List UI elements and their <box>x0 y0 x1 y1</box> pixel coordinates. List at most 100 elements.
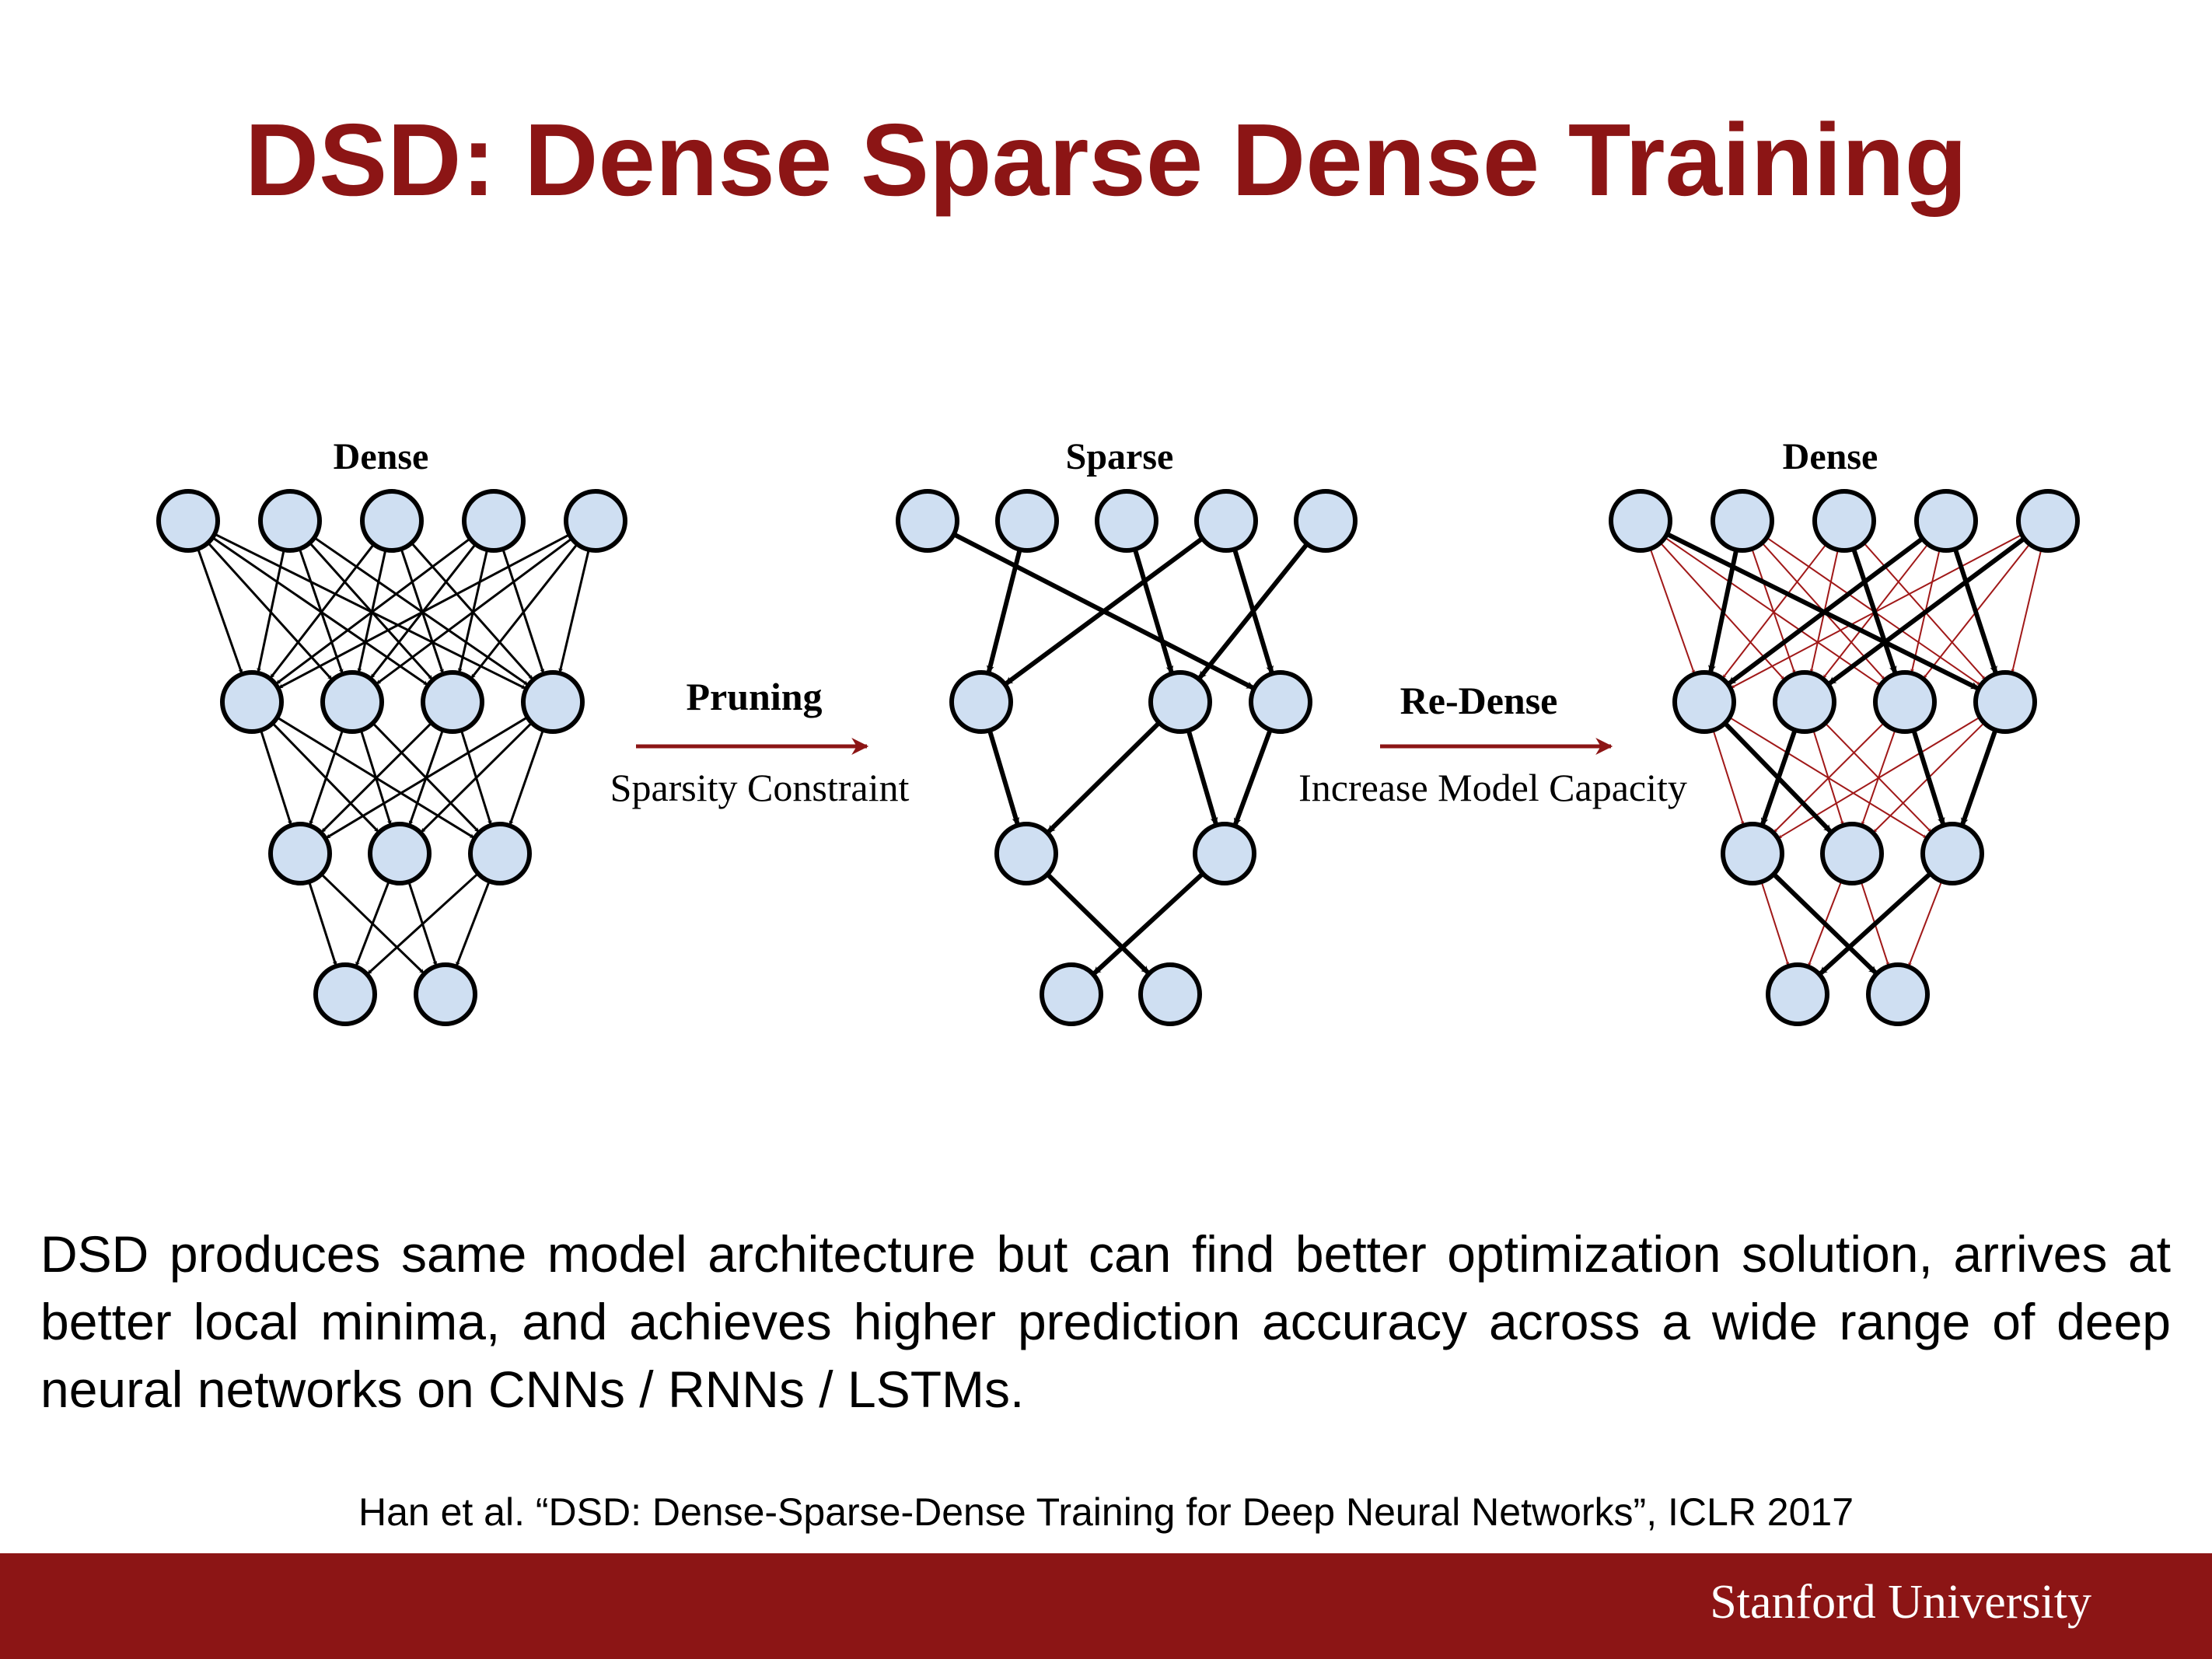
stanford-logo: Stanford University <box>1710 1576 2091 1629</box>
restored-connection <box>1712 729 1745 826</box>
connection <box>1759 728 1798 826</box>
neuron <box>220 670 284 734</box>
connection <box>455 880 491 967</box>
neuron <box>468 822 532 885</box>
connection <box>1772 872 1878 976</box>
connection <box>275 537 471 685</box>
connection <box>420 721 533 833</box>
restored-connection <box>2011 549 2043 673</box>
neuron <box>1973 670 2037 734</box>
connection <box>1851 548 1898 674</box>
increase-capacity-caption: Increase Model Capacity <box>1298 766 1687 809</box>
neuron <box>994 822 1058 885</box>
connection <box>366 872 479 975</box>
connection <box>1046 721 1162 834</box>
connection <box>1232 728 1273 826</box>
neuron <box>521 670 585 734</box>
connection <box>1132 548 1174 674</box>
connection <box>355 880 390 967</box>
sparsity-constraint-caption: Sparsity Constraint <box>610 766 910 809</box>
neuron <box>360 489 424 553</box>
connection <box>1707 549 1739 673</box>
neuron <box>1095 489 1158 553</box>
neuron <box>1721 822 1784 885</box>
restored-connection <box>1722 543 1827 679</box>
connection <box>309 729 344 826</box>
neuron <box>1812 489 1876 553</box>
connection <box>1004 536 1204 686</box>
dsd-diagram: Dense Sparse Dense Pruning Sparsity Cons… <box>156 436 2080 1026</box>
neuron <box>1249 670 1312 734</box>
connection <box>1952 548 1998 674</box>
connection <box>986 549 1022 674</box>
restored-connection <box>1760 881 1790 966</box>
restored-connection <box>1773 722 1885 833</box>
restored-connection <box>1664 536 1881 686</box>
connection <box>320 721 433 833</box>
neuron <box>1148 670 1212 734</box>
neuron <box>1711 489 1774 553</box>
connection <box>987 729 1020 826</box>
connection <box>1818 871 1932 976</box>
neuron <box>320 670 384 734</box>
neuron <box>1194 489 1258 553</box>
neuron <box>1820 822 1884 885</box>
neuron <box>421 670 484 734</box>
neuron <box>2016 489 2080 553</box>
connection <box>308 881 337 966</box>
connection <box>1232 548 1274 674</box>
connection <box>197 548 243 674</box>
neuron <box>1294 489 1358 553</box>
restored-connection <box>1649 548 1695 674</box>
neuron <box>1766 962 1829 1026</box>
neuron <box>313 962 377 1026</box>
panel-title-dense-initial: Dense <box>334 436 429 477</box>
neuron <box>564 489 627 553</box>
dense-network-initial <box>156 489 627 1026</box>
pruning-label: Pruning <box>686 675 822 718</box>
connection <box>260 729 292 826</box>
neuron <box>1138 962 1202 1026</box>
neuron <box>1672 670 1736 734</box>
neuron <box>414 962 477 1026</box>
neuron <box>258 489 322 553</box>
neuron <box>368 822 432 885</box>
connection <box>1960 728 1998 826</box>
connection <box>1046 872 1151 975</box>
neuron <box>995 489 1059 553</box>
neuron <box>1609 489 1672 553</box>
neuron <box>1773 670 1836 734</box>
restored-connection <box>1751 548 1796 674</box>
neuron <box>1193 822 1256 885</box>
neuron <box>1873 670 1937 734</box>
sparse-network <box>896 489 1358 1026</box>
connection <box>1827 536 2026 686</box>
restored-connection <box>1908 881 1943 967</box>
neuron <box>156 489 220 553</box>
neuron <box>1866 962 1930 1026</box>
connection <box>257 549 285 673</box>
neuron <box>462 489 526 553</box>
connection <box>470 543 578 679</box>
connection <box>508 729 544 826</box>
connection <box>278 533 571 690</box>
connection <box>269 543 375 679</box>
connection <box>1092 871 1205 976</box>
slide-title: DSD: Dense Sparse Dense Training <box>244 103 1968 217</box>
connection <box>1911 729 1946 826</box>
re-dense-label: Re-Dense <box>1400 679 1558 722</box>
dense-network-final <box>1609 489 2080 1026</box>
connection <box>1727 536 1924 686</box>
citation: Han et al. “DSD: Dense-Sparse-Dense Trai… <box>358 1490 1854 1534</box>
neuron <box>949 670 1013 734</box>
connection <box>558 549 590 673</box>
connection <box>1186 729 1218 826</box>
summary-text: DSD produces same model architecture but… <box>40 1225 2171 1418</box>
panel-title-sparse: Sparse <box>1066 436 1174 477</box>
neuron <box>1040 962 1103 1026</box>
neuron <box>896 489 959 553</box>
footer-bar: Stanford University <box>0 1553 2212 1659</box>
panel-title-dense-final: Dense <box>1783 436 1878 477</box>
connection <box>325 716 529 840</box>
neuron <box>1914 489 1978 553</box>
